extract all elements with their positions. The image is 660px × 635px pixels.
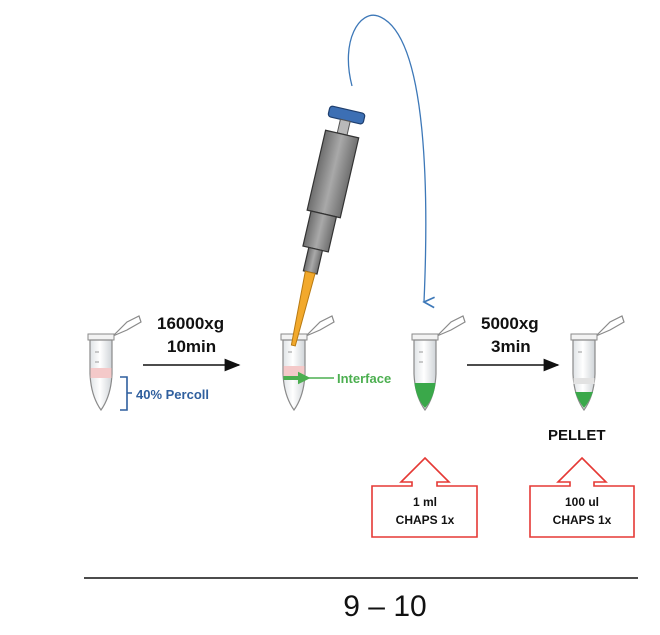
callout-1-line1: 1 ml — [413, 495, 437, 509]
callout-1: 1 ml CHAPS 1x — [371, 456, 478, 538]
tube-1-cap — [112, 315, 142, 337]
interface-label: Interface — [337, 371, 391, 386]
tube-2 — [280, 315, 335, 412]
callout-1-shape — [371, 456, 478, 538]
tube-3 — [411, 315, 466, 412]
step1-force-label: 16000xg — [157, 314, 224, 333]
percoll-label: 40% Percoll — [136, 387, 209, 402]
callout-2-line1: 100 ul — [565, 495, 599, 509]
step2-force-label: 5000xg — [481, 314, 539, 333]
tube-1-percoll-layer — [90, 368, 112, 378]
tube-4-cap — [595, 315, 625, 337]
tube-4-pellet — [575, 392, 593, 408]
tube-2-interface-band — [283, 376, 305, 380]
callout-1-line2: CHAPS 1x — [396, 513, 455, 527]
pipette-tip — [290, 270, 316, 347]
step1-time-label: 10min — [167, 337, 216, 356]
callout-2-shape — [529, 456, 635, 538]
pellet-label: PELLET — [548, 427, 606, 444]
pipette — [290, 105, 366, 347]
callout-2-line2: CHAPS 1x — [553, 513, 612, 527]
tube-4 — [570, 315, 625, 412]
tube-3-cap — [436, 315, 466, 337]
pipette-body — [306, 129, 360, 219]
callout-2: 100 ul CHAPS 1x — [529, 456, 635, 538]
page-number: 9 – 10 — [343, 590, 426, 623]
transfer-arrow — [347, 14, 425, 302]
step2-time-label: 3min — [491, 337, 531, 356]
percoll-bracket — [120, 376, 132, 411]
tube-3-green-fraction — [414, 383, 436, 408]
tube-2-cap — [305, 315, 335, 337]
tube-1 — [87, 315, 142, 412]
